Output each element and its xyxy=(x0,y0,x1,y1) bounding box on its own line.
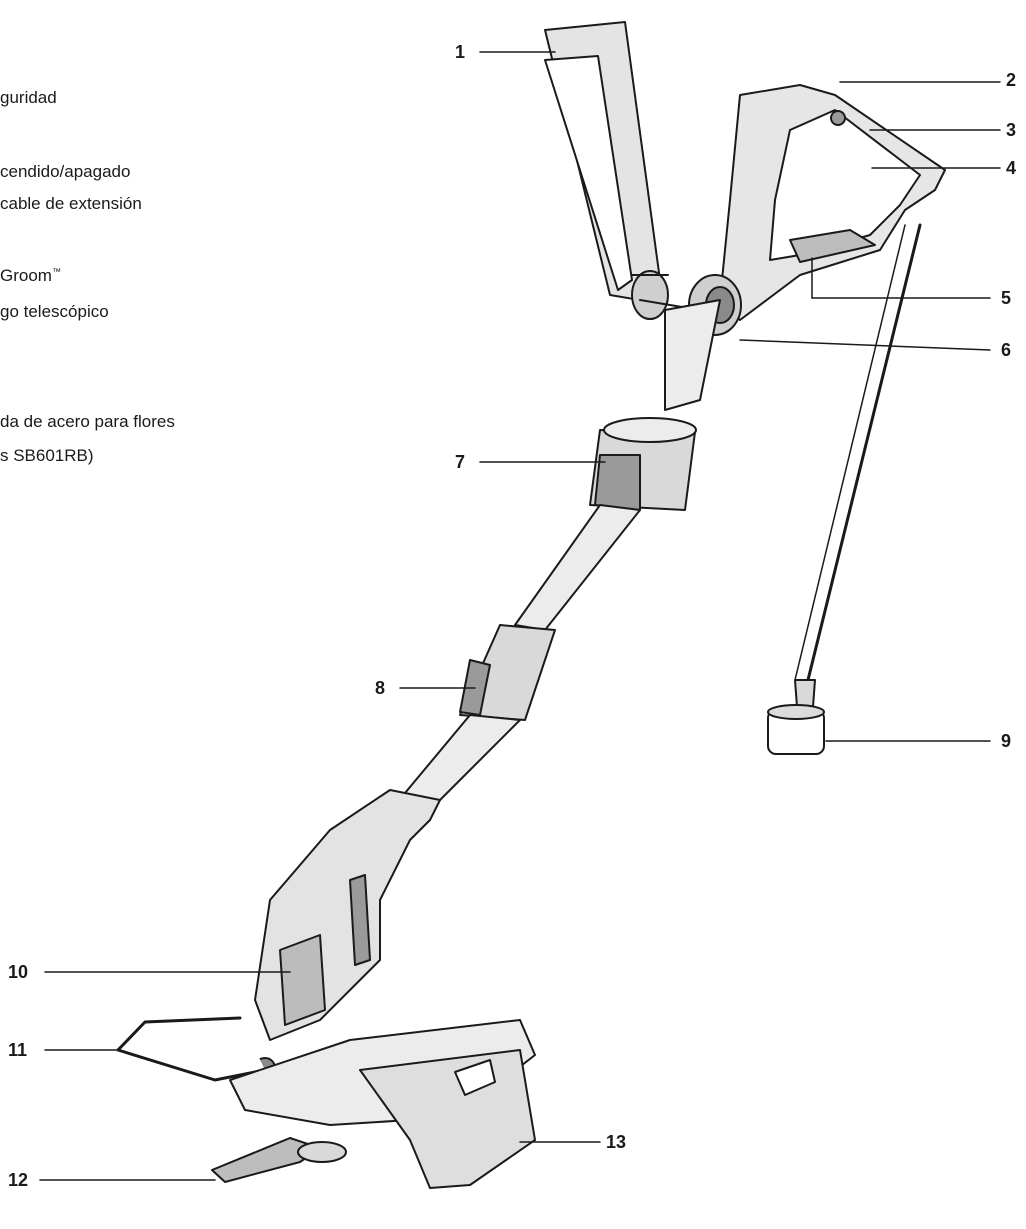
callout-9: 9 xyxy=(1001,731,1012,751)
legend-item: go telescópico xyxy=(0,302,109,321)
callout-5: 5 xyxy=(1001,288,1012,308)
height-adjust-collar xyxy=(459,624,556,721)
legend-item: cable de extensión xyxy=(0,194,142,213)
upper-shaft xyxy=(664,299,721,411)
callout-6: 6 xyxy=(1001,340,1012,360)
callout-3: 3 xyxy=(1006,120,1017,140)
cutting-blade xyxy=(211,1137,347,1183)
callout-7: 7 xyxy=(455,452,466,472)
callout-11: 11 xyxy=(8,1040,28,1060)
legend-item: Groom™ xyxy=(0,266,61,285)
power-cord xyxy=(806,223,922,682)
callout-4: 4 xyxy=(1006,158,1017,178)
auxiliary-handle xyxy=(544,21,669,320)
safety-guard xyxy=(229,1019,536,1189)
callout-8: 8 xyxy=(375,678,386,698)
callout-12: 12 xyxy=(8,1170,29,1190)
callout-1: 1 xyxy=(455,42,466,62)
callout-2: 2 xyxy=(1006,70,1017,90)
edging-guide xyxy=(116,1016,267,1082)
legend-item: s SB601RB) xyxy=(0,446,94,465)
motor-housing xyxy=(254,789,441,1079)
legend-item: da de acero para flores xyxy=(0,412,175,431)
main-handle xyxy=(719,84,946,321)
leader-lines xyxy=(39,51,1001,1181)
cord-plug xyxy=(767,679,825,755)
telescopic-collar xyxy=(589,417,697,511)
callout-10: 10 xyxy=(8,962,29,982)
middle-shaft xyxy=(514,504,641,631)
legend-item: guridad xyxy=(0,88,57,107)
legend-item: cendido/apagado xyxy=(0,162,131,181)
callout-13: 13 xyxy=(606,1132,627,1152)
